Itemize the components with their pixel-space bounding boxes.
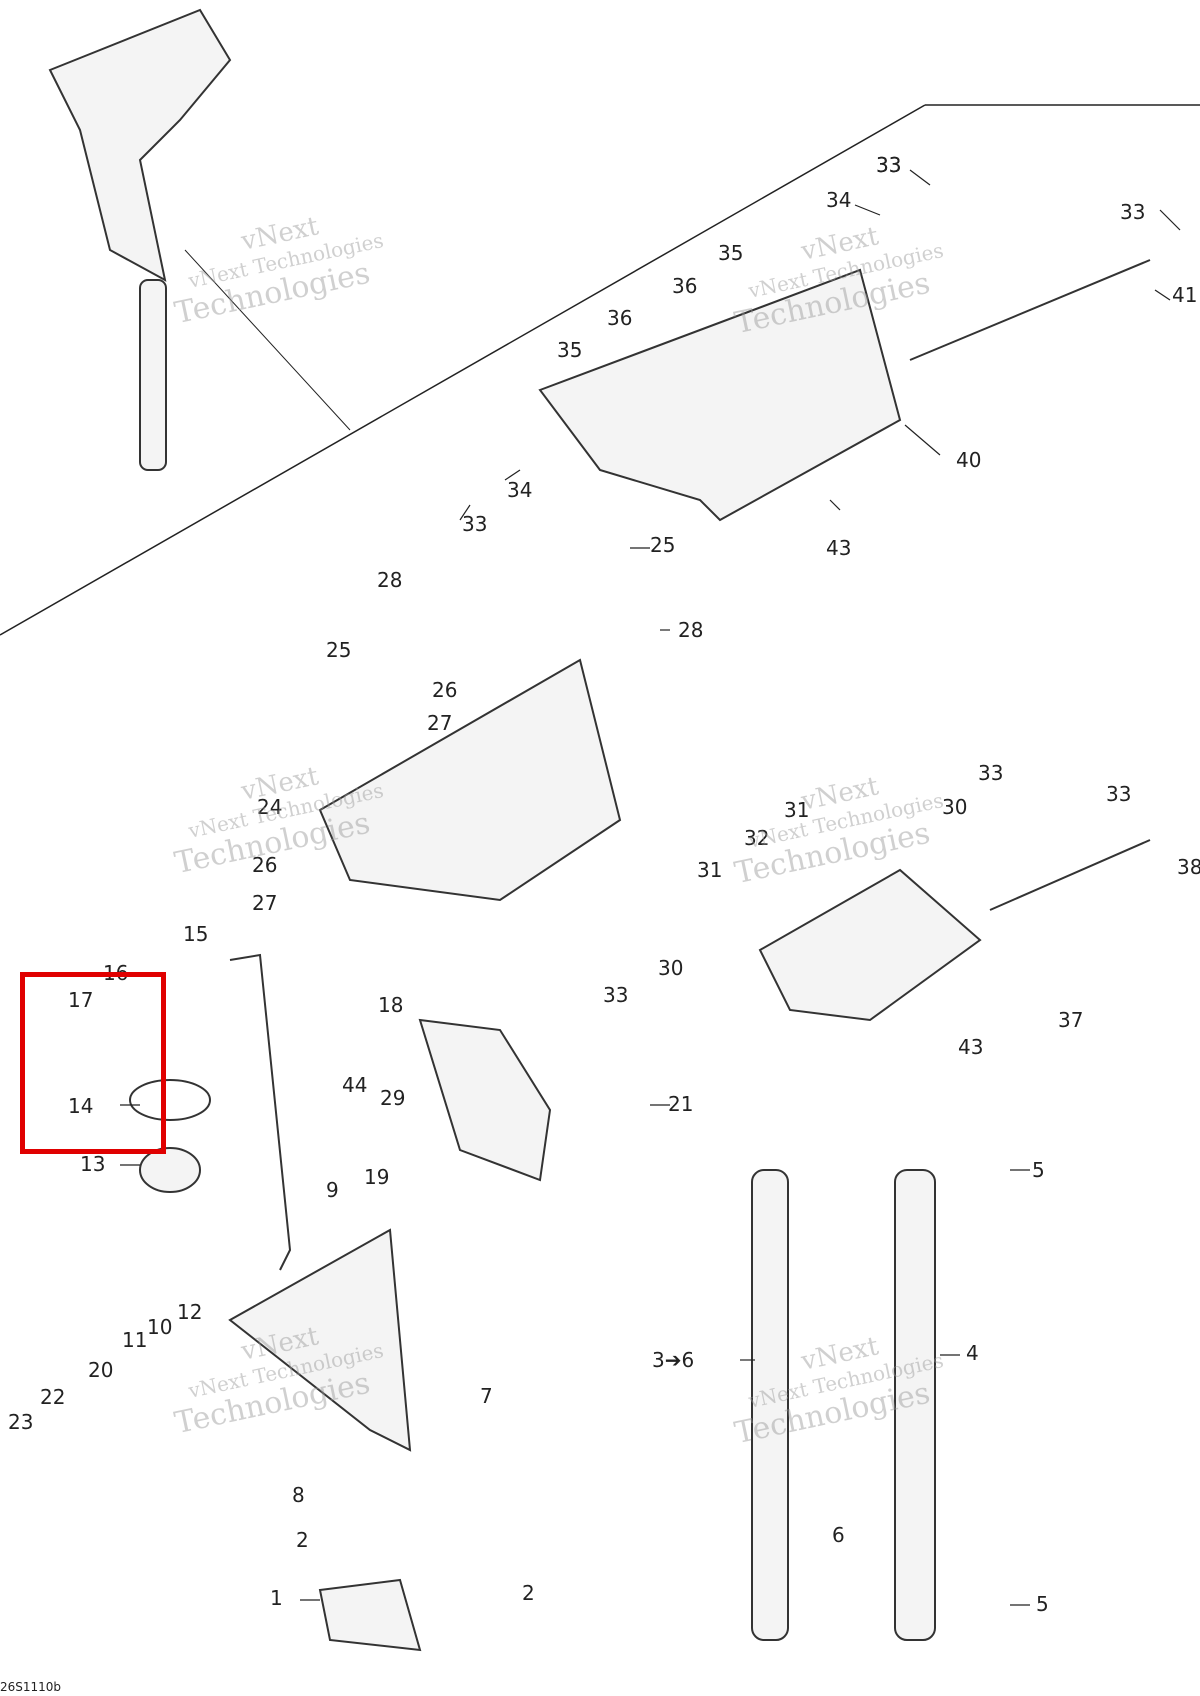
callout-17: 17: [68, 988, 94, 1012]
callout-11: 11: [122, 1328, 148, 1352]
callout-22: 22: [40, 1385, 66, 1409]
callout-5: 5: [1032, 1158, 1045, 1182]
callout-27: 27: [427, 711, 453, 735]
callout-34: 34: [826, 188, 852, 212]
lower-arm: [758, 868, 982, 1022]
highlight-box-13-14: [20, 972, 166, 1154]
callout-24: 24: [257, 795, 283, 819]
base-bracket: [318, 1578, 422, 1652]
bracket-plate: [318, 658, 622, 902]
schematic-parts: [48, 8, 1151, 1652]
clamp-14: [129, 1079, 211, 1121]
callout-38: 38: [1177, 855, 1200, 879]
callout-36: 36: [672, 274, 698, 298]
callout-6: 6: [832, 1523, 845, 1547]
callout-25: 25: [650, 533, 676, 557]
callout-20: 20: [88, 1358, 114, 1382]
callout-43: 43: [826, 536, 852, 560]
upper-rod: [909, 259, 1151, 361]
upper-arm: [538, 268, 902, 522]
bracket-18: [418, 1018, 552, 1182]
callout-23: 23: [8, 1410, 34, 1434]
callout-9: 9: [326, 1178, 339, 1202]
callout-14: 14: [68, 1094, 94, 1118]
callout-19: 19: [364, 1165, 390, 1189]
callout-33: 33: [1106, 782, 1132, 806]
callout-8: 8: [292, 1483, 305, 1507]
inset-shock: [139, 279, 167, 471]
callout-2: 2: [296, 1528, 309, 1552]
callout-41: 41: [1172, 283, 1198, 307]
callout-28: 28: [678, 618, 704, 642]
callout-28: 28: [377, 568, 403, 592]
callout-25: 25: [326, 638, 352, 662]
callout-30: 30: [942, 795, 968, 819]
callout-18: 18: [378, 993, 404, 1017]
drawing-code: 26S1110b: [0, 1680, 62, 1694]
panel-boundary-line: [0, 104, 1200, 636]
inset-assembly-frame: [48, 8, 232, 282]
callout-35: 35: [718, 241, 744, 265]
callout-33: 33: [876, 153, 901, 177]
callout-26: 26: [432, 678, 458, 702]
callout-10: 10: [147, 1315, 173, 1339]
callout-2: 2: [522, 1581, 535, 1605]
callout-36: 36: [607, 306, 633, 330]
callout-5: 5: [1036, 1592, 1049, 1616]
grommet-13: [139, 1147, 201, 1193]
lever-19: [228, 1228, 412, 1452]
callout-40: 40: [956, 448, 982, 472]
callout-37: 37: [1058, 1008, 1084, 1032]
callout-12: 12: [177, 1300, 203, 1324]
boot-4: [894, 1169, 936, 1641]
leader-lines: [120, 169, 1181, 1606]
callout-33: 33: [978, 761, 1004, 785]
lower-rod: [989, 839, 1151, 911]
callout-43: 43: [958, 1035, 984, 1059]
link-rod: [229, 953, 292, 1271]
callout-33: 33: [876, 153, 902, 177]
callout-4: 4: [966, 1341, 979, 1365]
callout-32: 32: [744, 826, 770, 850]
callout-31: 31: [697, 858, 723, 882]
callout-1: 1: [270, 1586, 283, 1610]
callout-31: 31: [784, 798, 810, 822]
callout-34: 34: [507, 478, 533, 502]
callout-33: 33: [1120, 200, 1146, 224]
callout-15: 15: [183, 922, 209, 946]
callout-7: 7: [480, 1384, 493, 1408]
callout-3-to-6: 3➔6: [652, 1348, 695, 1372]
callout-35: 35: [557, 338, 583, 362]
callout-26: 26: [252, 853, 278, 877]
callouts: 33: [876, 153, 901, 177]
callout-30: 30: [658, 956, 684, 980]
callout-29: 29: [380, 1086, 406, 1110]
callout-13: 13: [80, 1152, 106, 1176]
callout-33: 33: [603, 983, 629, 1007]
callout-21: 21: [668, 1092, 694, 1116]
callout-33: 33: [462, 512, 488, 536]
gas-spring: [751, 1169, 789, 1641]
callout-44: 44: [342, 1073, 368, 1097]
callout-27: 27: [252, 891, 278, 915]
